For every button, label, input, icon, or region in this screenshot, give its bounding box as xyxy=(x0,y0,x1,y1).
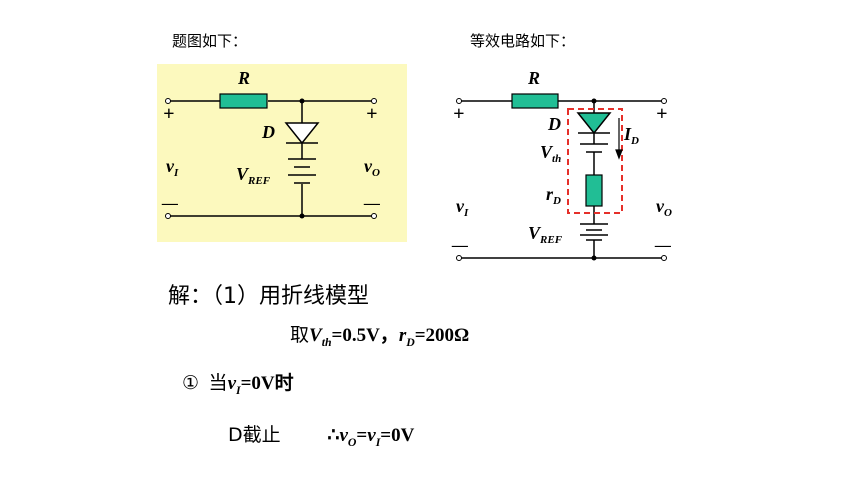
left-plus-out: + xyxy=(366,103,377,125)
left-plus-in: + xyxy=(163,103,174,125)
solution-title: 解：（1）用折线模型 xyxy=(168,284,369,309)
right-vref-battery xyxy=(580,223,608,241)
left-input-terminal-top xyxy=(165,98,171,104)
right-label-vi: vI xyxy=(456,196,469,219)
left-node-bottom xyxy=(299,213,305,219)
right-label-d: D xyxy=(547,114,561,134)
right-diode xyxy=(576,112,612,135)
left-label-r: R xyxy=(237,68,250,88)
right-minus-out: — xyxy=(654,237,671,254)
right-circuit xyxy=(459,100,664,259)
right-vth-source xyxy=(580,143,608,153)
left-output-terminal-bottom xyxy=(371,213,377,219)
left-battery xyxy=(288,158,316,184)
result-line: D截止 ∴vO=vI=0V xyxy=(228,424,415,449)
left-output-terminal-top xyxy=(371,98,377,104)
left-caption: 题图如下： xyxy=(172,32,248,50)
right-node-bottom xyxy=(591,255,597,261)
right-minus-in: — xyxy=(451,237,468,254)
circuit-diagrams: R D + + — — vI vO VREF R D ID Vth rD VRE… xyxy=(157,64,672,261)
left-label-d: D xyxy=(261,122,275,142)
right-output-terminal-top xyxy=(661,98,667,104)
right-input-terminal-top xyxy=(456,98,462,104)
right-rd-resistor xyxy=(585,174,603,207)
right-label-id: ID xyxy=(623,124,639,147)
right-input-terminal-bottom xyxy=(456,255,462,261)
right-resistor xyxy=(511,93,559,109)
left-node-top xyxy=(299,98,305,104)
right-label-rd: rD xyxy=(546,184,561,207)
left-input-terminal-bottom xyxy=(165,213,171,219)
left-minus-in: — xyxy=(161,195,178,212)
left-label-vref: VREF xyxy=(236,164,271,187)
parameters-line: 取Vth=0.5V，rD=200Ω xyxy=(290,324,470,349)
right-caption: 等效电路如下： xyxy=(470,32,576,50)
right-node-top xyxy=(591,98,597,104)
right-output-terminal-bottom xyxy=(661,255,667,261)
right-plus-out: + xyxy=(656,103,667,125)
left-circuit xyxy=(168,100,374,217)
left-minus-out: — xyxy=(363,195,380,212)
right-label-r: R xyxy=(527,68,540,88)
case-line: ① 当vI=0V时 xyxy=(182,372,294,397)
left-circuit-background xyxy=(157,64,407,242)
current-arrow xyxy=(615,118,623,160)
equivalent-model-box xyxy=(567,108,623,214)
left-diode xyxy=(284,122,320,145)
left-resistor xyxy=(219,93,268,109)
right-label-vo: vO xyxy=(656,196,672,219)
left-label-vo: vO xyxy=(364,156,380,179)
left-label-vi: vI xyxy=(166,156,179,179)
right-plus-in: + xyxy=(453,103,464,125)
right-label-vth: Vth xyxy=(540,142,561,165)
right-label-vref: VREF xyxy=(528,223,563,246)
